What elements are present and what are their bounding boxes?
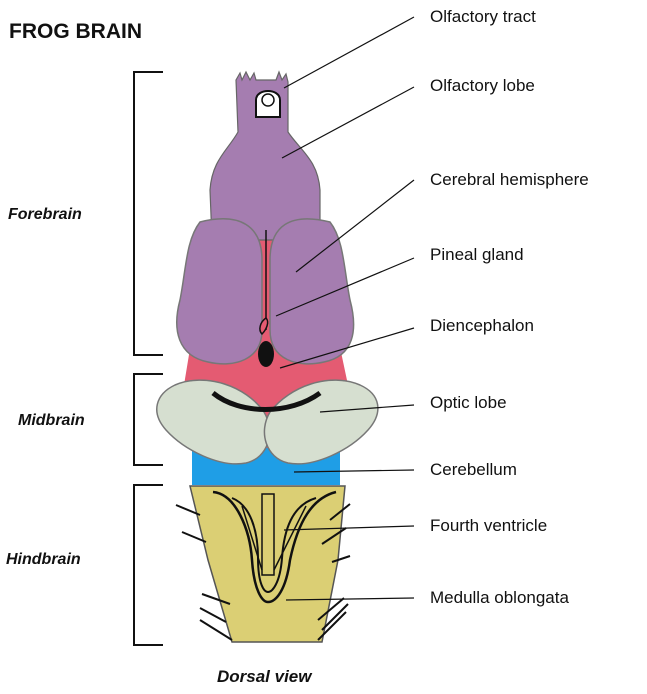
label-olfactory-tract: Olfactory tract: [430, 7, 536, 27]
fourth-ventricle-channel: [262, 494, 274, 575]
hindbrain-label: Hindbrain: [6, 551, 81, 569]
label-fourth-ventricle: Fourth ventricle: [430, 516, 547, 536]
olfactory-tract-core: [262, 94, 274, 106]
label-pineal-gland: Pineal gland: [430, 245, 524, 265]
label-diencephalon: Diencephalon: [430, 316, 534, 336]
label-cerebral-hemisphere: Cerebral hemisphere: [430, 170, 589, 190]
forebrain-label: Forebrain: [8, 206, 82, 224]
diagram-title: FROG BRAIN: [9, 20, 142, 44]
label-medulla-oblongata: Medulla oblongata: [430, 588, 569, 608]
forebrain-bracket: [134, 72, 163, 355]
midbrain-label: Midbrain: [18, 412, 85, 430]
label-olfactory-lobe: Olfactory lobe: [430, 76, 535, 96]
right-cerebral-hemisphere: [270, 219, 354, 364]
label-optic-lobe: Optic lobe: [430, 393, 507, 413]
hindbrain-bracket: [134, 485, 163, 645]
view-label: Dorsal view: [217, 667, 312, 687]
diencephalon-dot: [258, 341, 274, 367]
label-cerebellum: Cerebellum: [430, 460, 517, 480]
left-cerebral-hemisphere: [177, 219, 262, 364]
